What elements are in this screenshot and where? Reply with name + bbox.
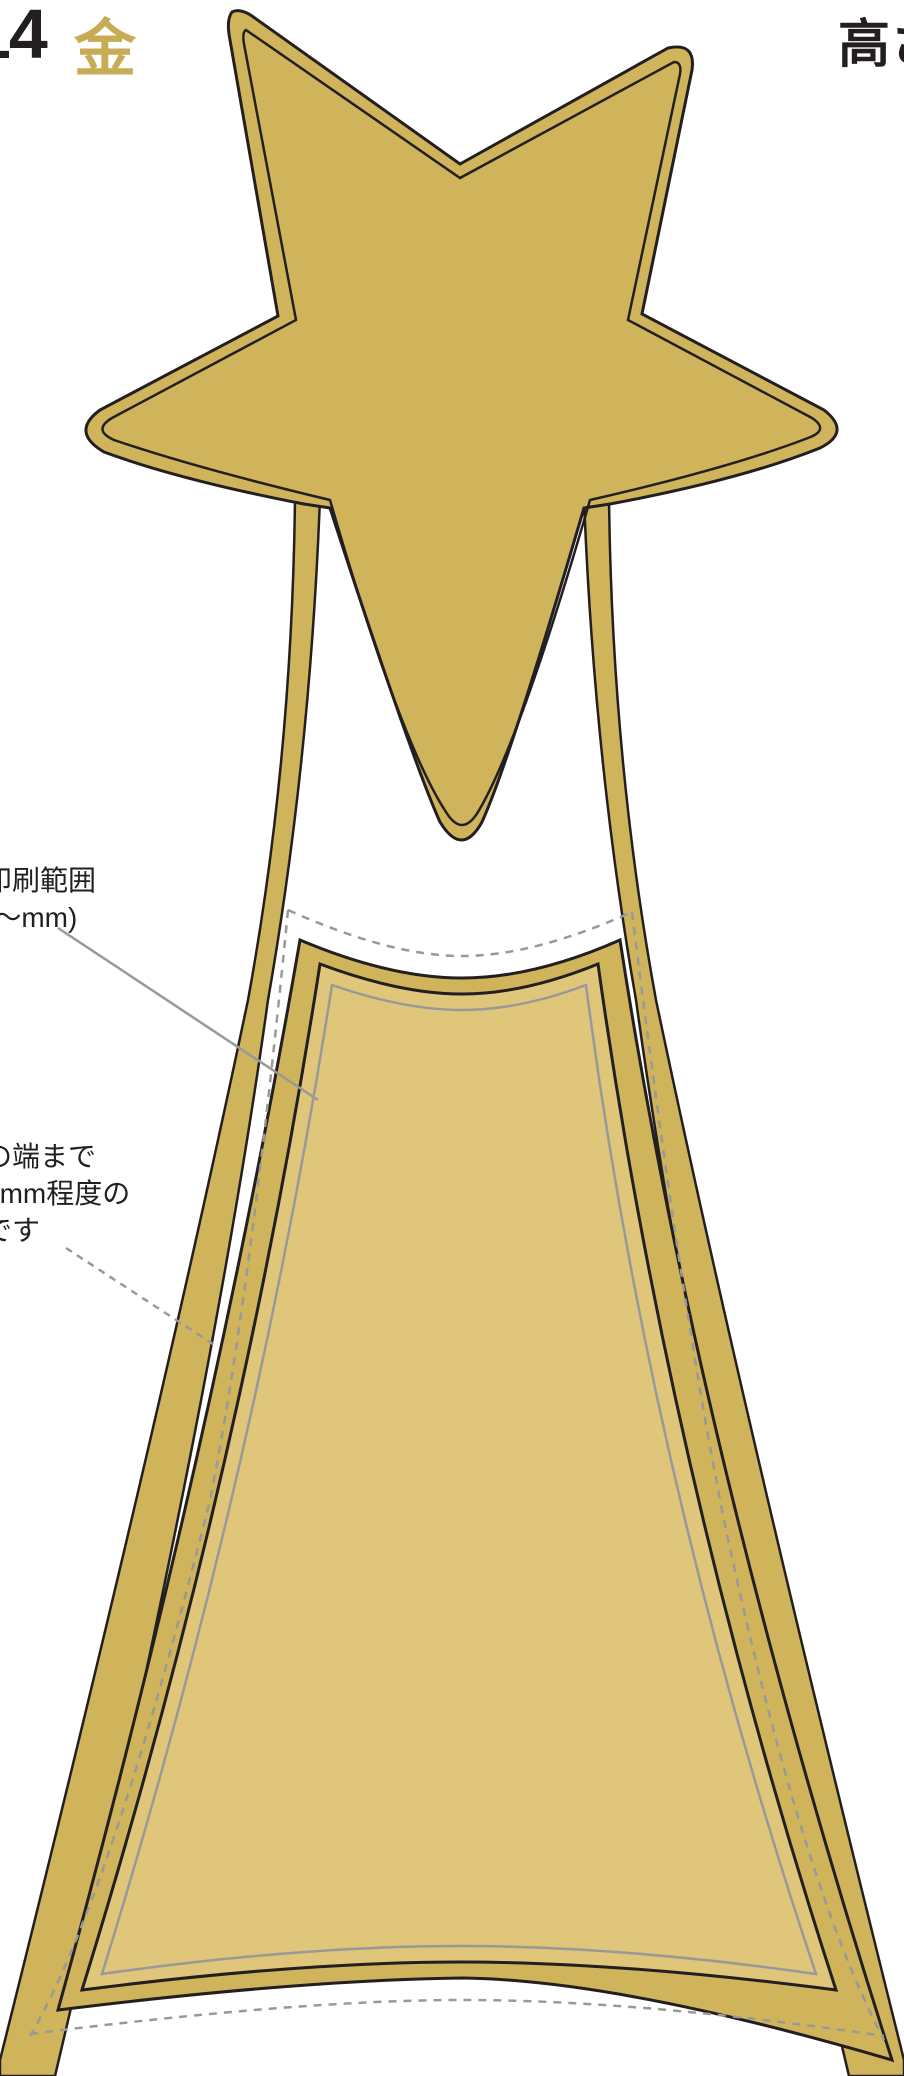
bleed-guide-top <box>287 908 633 958</box>
bleed-guide-bottom <box>29 1998 885 2038</box>
edge-note-line-2: 5mm程度の <box>0 1178 131 1209</box>
print-area-note-line-2: (〜mm) <box>0 902 78 933</box>
print-area-guide <box>100 983 818 1976</box>
star-topper <box>84 9 839 842</box>
print-area-leader <box>57 926 319 1102</box>
trophy-body-outer <box>0 496 322 2076</box>
edge-note-line-1: の端まで <box>0 1141 97 1172</box>
metal-label: 金 <box>74 15 137 84</box>
height-label: 高さ <box>838 16 904 74</box>
edge-note-line-3: です <box>0 1215 41 1246</box>
label-area <box>79 961 839 1992</box>
bleed-guide-left <box>28 909 290 2037</box>
print-area-note: 印刷範囲 (〜mm) <box>0 862 96 936</box>
edge-note: の端まで 5mm程度の です <box>0 1138 130 1249</box>
star-inner-outline <box>101 28 822 827</box>
edge-note-leader <box>65 1246 217 1348</box>
trophy-body-outer-right <box>582 496 904 2076</box>
bleed-guide-right <box>630 911 886 2041</box>
print-area-note-line-1: 印刷範囲 <box>0 865 97 896</box>
model-number: 14 <box>0 0 48 73</box>
